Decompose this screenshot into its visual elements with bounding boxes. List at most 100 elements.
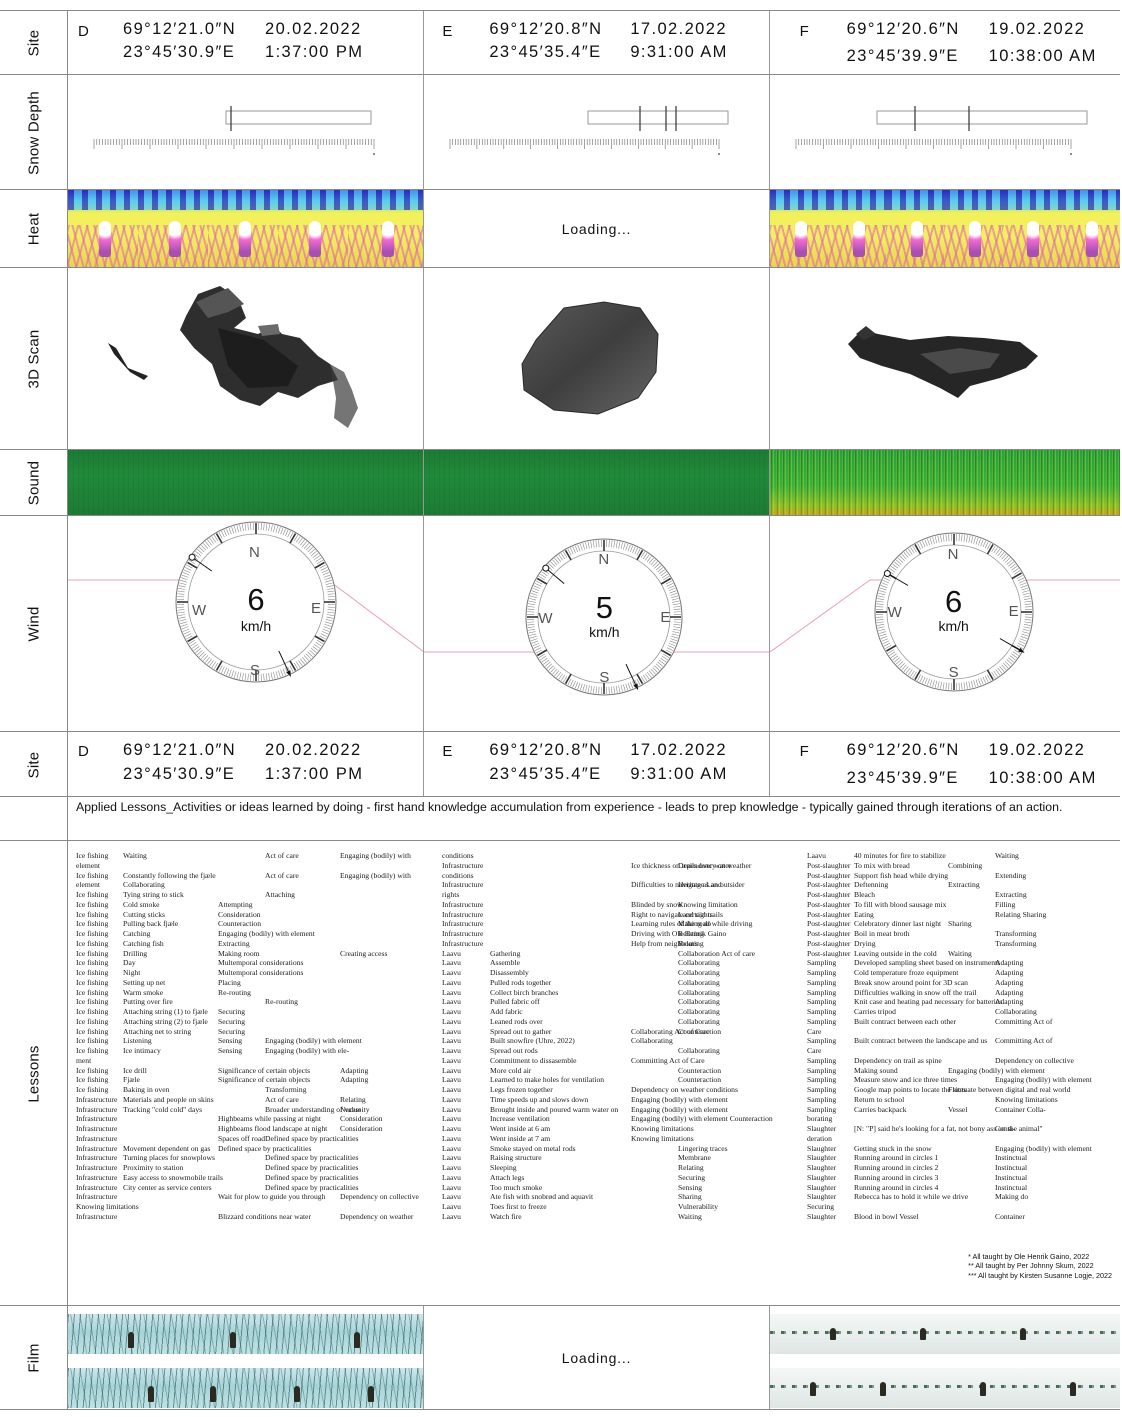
site-time: 1:37:00 PM <box>265 43 364 61</box>
lesson-cell: Pulling back fjæle <box>123 919 179 929</box>
lesson-cell: Sampling <box>807 968 837 977</box>
lesson-cell: Combining <box>948 860 983 870</box>
lesson-cell: Adapting <box>340 1075 369 1085</box>
lesson-cell: Infrastructure <box>76 1094 118 1104</box>
lesson-row: Care <box>807 1046 1117 1056</box>
lesson-cell: Instinctual <box>995 1172 1028 1182</box>
footnotes: * All taught by Ole Henrik Gaino, 2022 *… <box>968 1252 1112 1281</box>
lesson-cell: Running around in circles 4 <box>854 1182 939 1192</box>
site-cell-e: E 69°12′20.8″N 23°45′35.4″E 17.02.2022 9… <box>424 732 770 797</box>
lesson-cell: Laavu <box>442 1085 461 1094</box>
lesson-cell: Assemble <box>490 958 520 968</box>
lesson-cell: Turning places for snowplows <box>123 1153 215 1163</box>
lesson-cell: Sampling <box>807 987 837 997</box>
site-letter: E <box>442 23 453 40</box>
lesson-cell: Ice fishing <box>76 1026 109 1036</box>
lesson-cell: Post-slaughter <box>807 938 851 948</box>
lesson-cell: Driving with Ole Henrik Gaino <box>631 929 727 938</box>
lesson-cell: Laavu <box>442 1143 461 1153</box>
lesson-cell: Infrastructure <box>76 1114 118 1124</box>
thermal-frame <box>885 190 944 267</box>
lesson-cell: Attempting <box>218 899 253 909</box>
lesson-cell: Infrastructure <box>76 1182 118 1192</box>
lesson-cell: Return to school <box>854 1094 905 1104</box>
lesson-cell: Dependency on weather <box>340 1211 414 1221</box>
lesson-cell: Slaughter <box>807 1182 837 1192</box>
site-letter: F <box>799 743 809 760</box>
lesson-cell: Boil in meat broth <box>854 929 910 938</box>
wind-compass-f <box>769 532 1120 692</box>
lesson-cell: Help from neighbours <box>631 938 699 948</box>
lesson-cell: Relating <box>678 929 704 938</box>
lesson-cell: Infrastructure <box>442 860 484 870</box>
lesson-cell: Leaned rods over <box>490 1016 543 1026</box>
lesson-cell: Sampling <box>807 1007 837 1016</box>
lesson-cell: Care <box>807 1046 822 1055</box>
lesson-cell: Eating <box>854 909 874 919</box>
lesson-cell: Sampling <box>807 1016 837 1026</box>
scan-cell-d <box>68 268 425 450</box>
site-cell-d: D 69°12′21.0″N 23°45′30.9″E 20.02.2022 1… <box>68 11 425 75</box>
lesson-cell: Built contract between the landscape and… <box>854 1036 988 1046</box>
lesson-cell: Care <box>807 1026 822 1036</box>
lesson-cell: Running around in circles 1 <box>854 1153 939 1163</box>
film-cell-d <box>68 1306 425 1409</box>
lesson-cell: Cold smoke <box>123 899 160 909</box>
lesson-cell: Collaborating <box>678 987 720 997</box>
lesson-cell: Engaging (bodily) with element <box>265 1036 362 1046</box>
lesson-cell: Highbeams while passing at night <box>218 1114 321 1124</box>
snow-depth-gauge-e <box>450 106 729 155</box>
lesson-cell: Spread out to gather <box>490 1026 552 1036</box>
wind-compass-d <box>68 521 424 683</box>
compass-east: E <box>660 609 671 626</box>
thermal-frame <box>1059 190 1120 267</box>
lesson-cell: Infrastructure <box>442 899 484 909</box>
lesson-cell: Infrastructure <box>76 1172 118 1182</box>
lesson-row: ment <box>76 1056 426 1066</box>
lesson-cell: Dependency on weather <box>678 860 752 870</box>
lesson-cell: Attaching string (1) to fjæle <box>123 1007 208 1016</box>
snow-depth-gauge-d <box>93 106 375 155</box>
lesson-cell: Dependency on collective <box>340 1192 419 1202</box>
lesson-cell: Bleach <box>854 890 876 899</box>
lesson-cell: Instinctual <box>995 1163 1028 1172</box>
lesson-cell: Infrastructure <box>442 938 484 948</box>
site-date: 20.02.2022 <box>265 20 362 38</box>
lesson-cell: Knowing limitations <box>631 1133 694 1143</box>
lesson-row: Sampling Built contract between each othe… <box>807 1017 1117 1027</box>
lesson-cell: borating <box>807 1114 833 1124</box>
lesson-cell: Engaging (bodily) with element <box>948 1065 1045 1075</box>
lesson-cell: Dependency on trail as spine <box>854 1055 942 1065</box>
lesson-cell: Lingering traces <box>678 1143 728 1153</box>
lesson-cell: Counteraction <box>678 1026 722 1036</box>
row-label-site: Site <box>0 732 68 797</box>
lesson-cell: Cutting sticks <box>123 909 165 919</box>
lesson-cell: Extracting <box>995 890 1027 899</box>
lesson-cell: Built contract between each other <box>854 1016 957 1026</box>
lesson-cell: Making do <box>678 919 712 929</box>
lesson-cell: element <box>76 860 101 870</box>
lesson-cell: Broader understanding of value <box>265 1104 361 1114</box>
lesson-cell: Adapting <box>995 968 1024 977</box>
lesson-cell: Sampling <box>807 1036 837 1046</box>
lesson-cell: Carries tripod <box>854 1007 896 1016</box>
lesson-cell: Blizzard conditions near water <box>218 1211 311 1221</box>
